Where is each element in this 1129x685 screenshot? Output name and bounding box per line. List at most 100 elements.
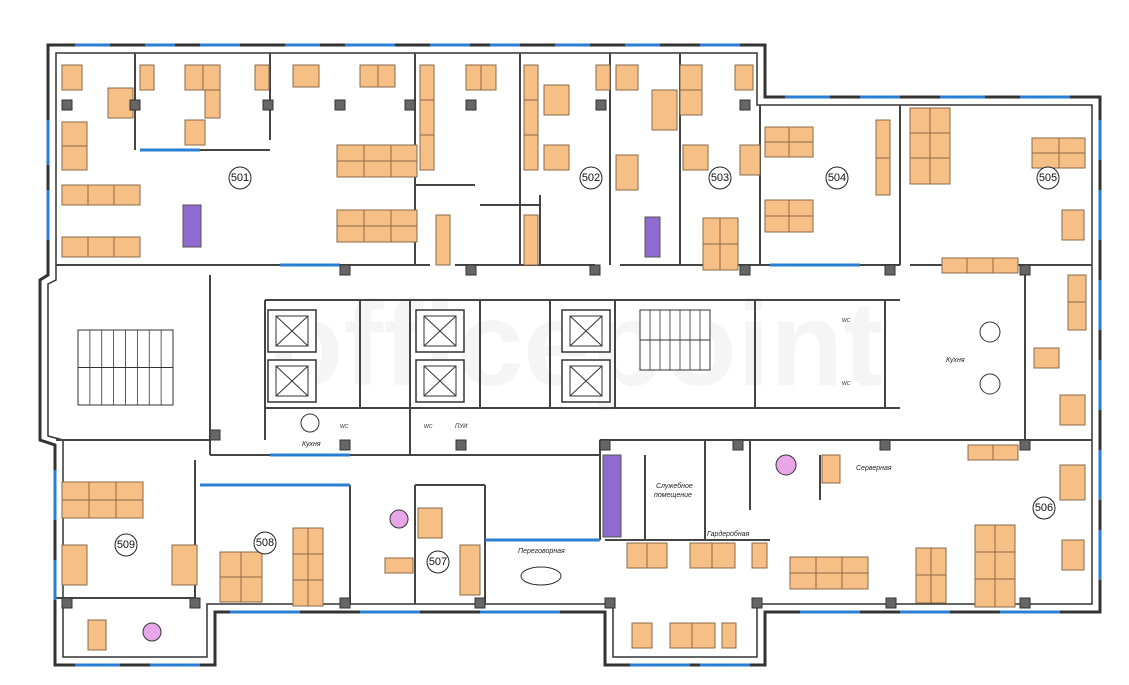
elevator-cross-icon <box>275 315 309 347</box>
desk <box>480 64 497 91</box>
column <box>1019 597 1031 609</box>
desk <box>307 553 324 581</box>
desk <box>702 217 721 245</box>
desk <box>1059 464 1086 501</box>
desk <box>994 578 1016 608</box>
desk <box>336 144 365 162</box>
desk <box>841 572 869 590</box>
desk <box>626 542 648 569</box>
desk <box>113 236 141 258</box>
desk <box>764 141 790 158</box>
desk <box>941 257 968 274</box>
column <box>465 264 477 276</box>
desk <box>719 217 739 245</box>
room-number-badge <box>579 166 603 190</box>
desk <box>61 236 89 258</box>
desk <box>363 209 392 227</box>
desk <box>764 199 790 217</box>
room-number: 504 <box>828 172 846 184</box>
column <box>455 439 467 451</box>
elevator-cross-icon <box>275 365 309 397</box>
desk <box>115 481 144 501</box>
desk <box>307 579 324 607</box>
desk <box>336 209 365 227</box>
room-number-badge <box>708 166 732 190</box>
purple-cabinet <box>602 454 622 538</box>
column <box>751 597 763 609</box>
column <box>334 99 346 111</box>
room-number: 508 <box>256 537 274 549</box>
desk <box>689 542 713 569</box>
desk <box>419 134 435 171</box>
desk <box>788 126 814 143</box>
desk <box>691 622 716 649</box>
elevator-cab <box>423 365 457 397</box>
column <box>209 429 221 441</box>
desk <box>994 524 1016 553</box>
column <box>339 597 351 609</box>
desk <box>88 481 117 501</box>
desk <box>909 107 931 134</box>
desk <box>61 481 90 501</box>
desk <box>88 499 117 519</box>
room-number: 505 <box>1039 172 1057 184</box>
desk <box>61 64 83 91</box>
desk <box>1033 347 1060 369</box>
desk <box>139 64 155 91</box>
desk <box>788 215 814 233</box>
desk <box>523 64 539 101</box>
elevator-cross-icon <box>569 365 603 397</box>
desk <box>543 144 570 171</box>
kitchen-label: Кухня <box>302 441 321 448</box>
kitchen-label: Кухня <box>946 357 965 364</box>
desk <box>631 622 653 649</box>
desk <box>363 225 392 243</box>
desk <box>1061 539 1085 571</box>
room-number-badge <box>426 550 450 574</box>
desk <box>459 544 481 596</box>
desk <box>61 145 88 171</box>
round-table <box>979 373 1001 395</box>
desk <box>363 160 392 178</box>
desk <box>615 64 639 91</box>
desk <box>751 542 768 569</box>
desk <box>994 551 1016 580</box>
column <box>189 597 201 609</box>
desk <box>875 119 891 159</box>
desk <box>292 553 309 581</box>
round-table-pink <box>389 509 409 529</box>
column <box>599 439 611 451</box>
desk <box>930 547 947 576</box>
desk <box>974 578 996 608</box>
desk <box>1059 394 1086 426</box>
desk <box>61 499 90 519</box>
desk <box>815 556 843 574</box>
desk <box>1067 301 1087 331</box>
desk <box>61 121 88 147</box>
column <box>61 597 73 609</box>
column <box>739 264 751 276</box>
desk <box>219 576 242 603</box>
column <box>732 439 744 451</box>
room-number-badge <box>825 166 849 190</box>
desk <box>363 144 392 162</box>
desk <box>87 184 115 206</box>
desk <box>721 622 737 649</box>
desk <box>219 551 242 578</box>
desk <box>679 64 703 91</box>
elevators <box>267 309 611 403</box>
desk <box>390 144 418 162</box>
room-number-badge <box>114 533 138 557</box>
column <box>465 99 477 111</box>
desk <box>419 99 435 136</box>
room-number-badge <box>253 531 277 555</box>
desk <box>909 132 931 159</box>
desk <box>992 444 1019 461</box>
columns <box>61 99 1031 609</box>
desk <box>915 574 932 604</box>
desk <box>929 107 951 134</box>
desk <box>435 214 451 266</box>
desk <box>875 157 891 196</box>
column <box>879 439 891 451</box>
desk <box>821 454 841 484</box>
